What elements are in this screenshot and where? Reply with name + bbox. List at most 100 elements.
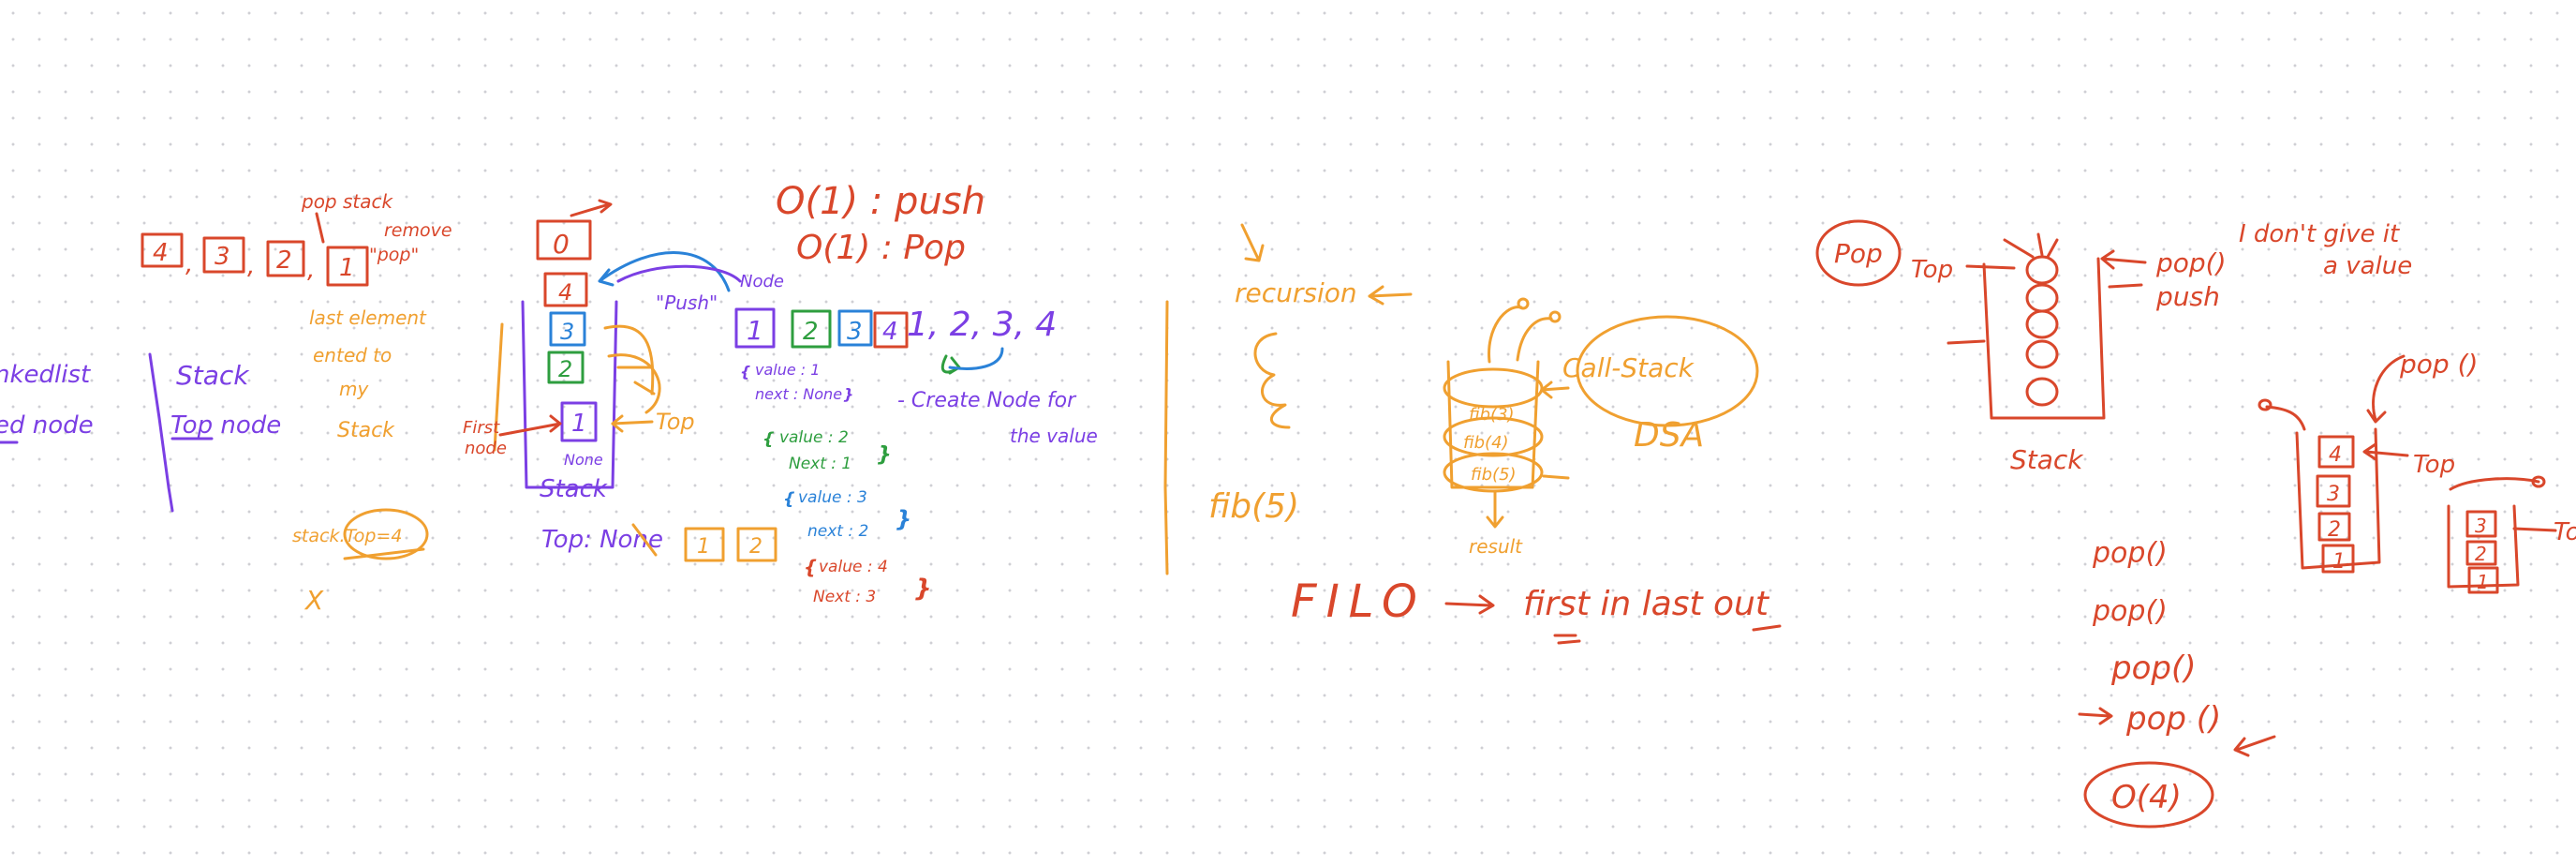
stack-frame-label: fib(3)	[1469, 405, 1515, 425]
result-arrow	[1486, 489, 1504, 529]
node-box	[791, 309, 832, 349]
arrow	[1368, 285, 1413, 306]
stack-item	[2025, 339, 2059, 369]
top-none-box-value: 2	[749, 535, 762, 559]
push-quote: "Push"	[656, 291, 718, 314]
pop-complexity: O(1) : Pop	[796, 229, 966, 267]
node-box	[837, 309, 873, 347]
stack-item	[2025, 283, 2059, 313]
stack-frame-label: fib(5)	[1471, 465, 1517, 485]
arrow	[1488, 306, 1523, 364]
top-node-label: Top node	[170, 411, 281, 440]
arrow	[948, 347, 1004, 370]
node-box	[873, 311, 909, 349]
first-node-label: node	[465, 439, 507, 458]
right-section: Pop Top Stack pop() push I don't give it…	[1815, 219, 2576, 829]
node-chain: 1 2 3 4 1, 2, 3, 4 - Create Node for the…	[734, 306, 1098, 606]
top-box-value: 0	[553, 229, 570, 260]
top-none-box	[684, 527, 725, 562]
x-mark: X	[303, 585, 324, 616]
stack-cell-value: 3	[2475, 515, 2487, 537]
push-complexity: O(1) : push	[776, 180, 985, 223]
stack-cell	[2465, 510, 2497, 538]
svg-text:{: {	[783, 489, 795, 509]
stack-top-note: stack.Top=4	[292, 526, 402, 546]
stack-cell-value: 4	[558, 279, 572, 306]
stack-cell	[2467, 566, 2499, 594]
arrow	[2265, 405, 2306, 431]
pop-circle-label: Pop	[1834, 238, 1883, 269]
strike-mark	[631, 523, 658, 557]
svg-text:{: {	[762, 429, 775, 449]
top-label: Top	[1911, 256, 1953, 284]
top-label: Top	[656, 409, 695, 435]
arrow	[2366, 354, 2406, 424]
node-value: value : 1	[755, 361, 820, 379]
call-stack-container	[1446, 360, 1540, 489]
stack-frame	[1443, 452, 1544, 493]
stack-cell	[2317, 435, 2355, 469]
fib-call: fib(5)	[1208, 487, 1299, 526]
arrow	[1240, 223, 1265, 262]
note-dont-give: I don't give it	[2239, 220, 2400, 248]
svg-text:{: {	[804, 556, 817, 578]
node-box-value: 4	[882, 318, 898, 346]
stack-cell	[2465, 540, 2497, 566]
stack-container	[521, 300, 618, 489]
stack-cell-value: 1	[2477, 571, 2489, 593]
call-stack-circle	[1576, 315, 1759, 427]
arrow	[940, 354, 961, 375]
value-sequence: 1, 2, 3, 4	[907, 306, 1057, 344]
arrow	[1947, 339, 1986, 345]
dot	[1548, 310, 1562, 323]
section-divider	[1163, 300, 1169, 575]
result-label: result	[1469, 535, 1523, 558]
arrow	[2512, 527, 2557, 532]
list-item: 2	[276, 246, 292, 275]
node-next: Next : 1	[789, 455, 851, 473]
node-next: next : None	[755, 385, 842, 403]
complexity-label: O(4)	[2111, 779, 2182, 816]
arrow	[1516, 317, 1553, 362]
list-item: 1	[339, 254, 355, 282]
node-next: Next : 3	[813, 588, 876, 606]
svg-text:{: {	[740, 363, 750, 381]
note-a-value: a value	[2323, 252, 2412, 280]
list-item-box	[266, 240, 305, 277]
top-label: Top	[2554, 518, 2576, 546]
arrow	[2362, 442, 2409, 461]
stack-cell	[547, 351, 585, 384]
call-stack-label: Call-Stack	[1562, 352, 1695, 383]
linked-node-label: ed node	[0, 411, 94, 440]
node-3: { value : 3 next : 2 }	[783, 488, 911, 541]
stack-cell-value: 1	[571, 410, 587, 438]
stack-diagram: 0 4 3 2 1 None Stack First node Top "Pus…	[463, 199, 784, 562]
arrow	[1444, 594, 1495, 615]
arrow	[315, 212, 325, 244]
stack-label: Stack	[540, 475, 608, 503]
stack-cell	[2317, 512, 2351, 542]
dsa-label: DSA	[1634, 416, 1704, 455]
arrow	[2108, 283, 2143, 289]
remove-note: remove	[384, 220, 452, 241]
entered-to-note: ented to	[313, 344, 392, 366]
stack-item	[2025, 255, 2059, 285]
bracket-line	[493, 322, 504, 452]
stack-cell-value: 1	[2332, 550, 2346, 574]
arrow	[1542, 474, 1570, 480]
stack-item	[2025, 309, 2059, 339]
last-element-note: last element	[309, 306, 427, 329]
stack-cell	[2321, 544, 2355, 574]
first-node-label: First	[463, 418, 500, 438]
node-next: next : 2	[807, 522, 868, 541]
stack-cell-value: 3	[2327, 483, 2340, 506]
scribble	[1253, 332, 1291, 429]
arrow	[2078, 707, 2113, 725]
stack-cell-value: 2	[558, 356, 572, 382]
push-arrow	[616, 264, 742, 283]
arrow	[611, 414, 654, 433]
push-arrow	[598, 251, 731, 292]
recursion-label: recursion	[1235, 277, 1357, 308]
underline	[1752, 624, 1782, 632]
